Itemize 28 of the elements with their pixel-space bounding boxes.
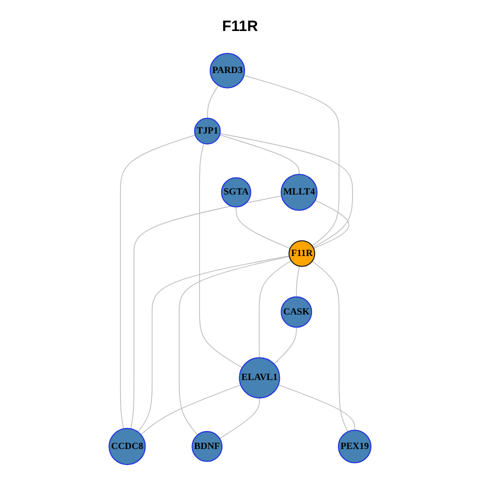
node-circle: F11R <box>288 240 316 267</box>
connector <box>130 195 282 430</box>
connector <box>219 398 260 439</box>
node-circle: SGTA <box>221 177 252 208</box>
connector <box>199 143 243 368</box>
connector <box>236 206 290 249</box>
node-circle: CASK <box>280 296 312 328</box>
node-circle: MLLT4 <box>280 174 318 211</box>
diagram-title: F11R <box>222 18 258 35</box>
connector <box>140 384 242 436</box>
connector <box>178 256 290 436</box>
connector <box>244 75 340 246</box>
connector <box>120 134 196 430</box>
node-circle: ELAVL1 <box>238 357 280 398</box>
connector <box>278 384 356 431</box>
node-circle: CCDC8 <box>108 428 146 466</box>
connector <box>296 266 300 298</box>
connector <box>312 260 348 432</box>
node-circle: TJP1 <box>194 118 221 144</box>
connector <box>258 260 292 358</box>
node-circle: PARD3 <box>210 52 246 88</box>
connector <box>138 256 290 432</box>
connector <box>219 134 300 175</box>
connector <box>207 84 219 119</box>
node-circle: PEX19 <box>338 430 372 464</box>
connector <box>274 326 297 364</box>
connector <box>313 200 350 249</box>
node-circle: BDNF <box>192 431 222 462</box>
